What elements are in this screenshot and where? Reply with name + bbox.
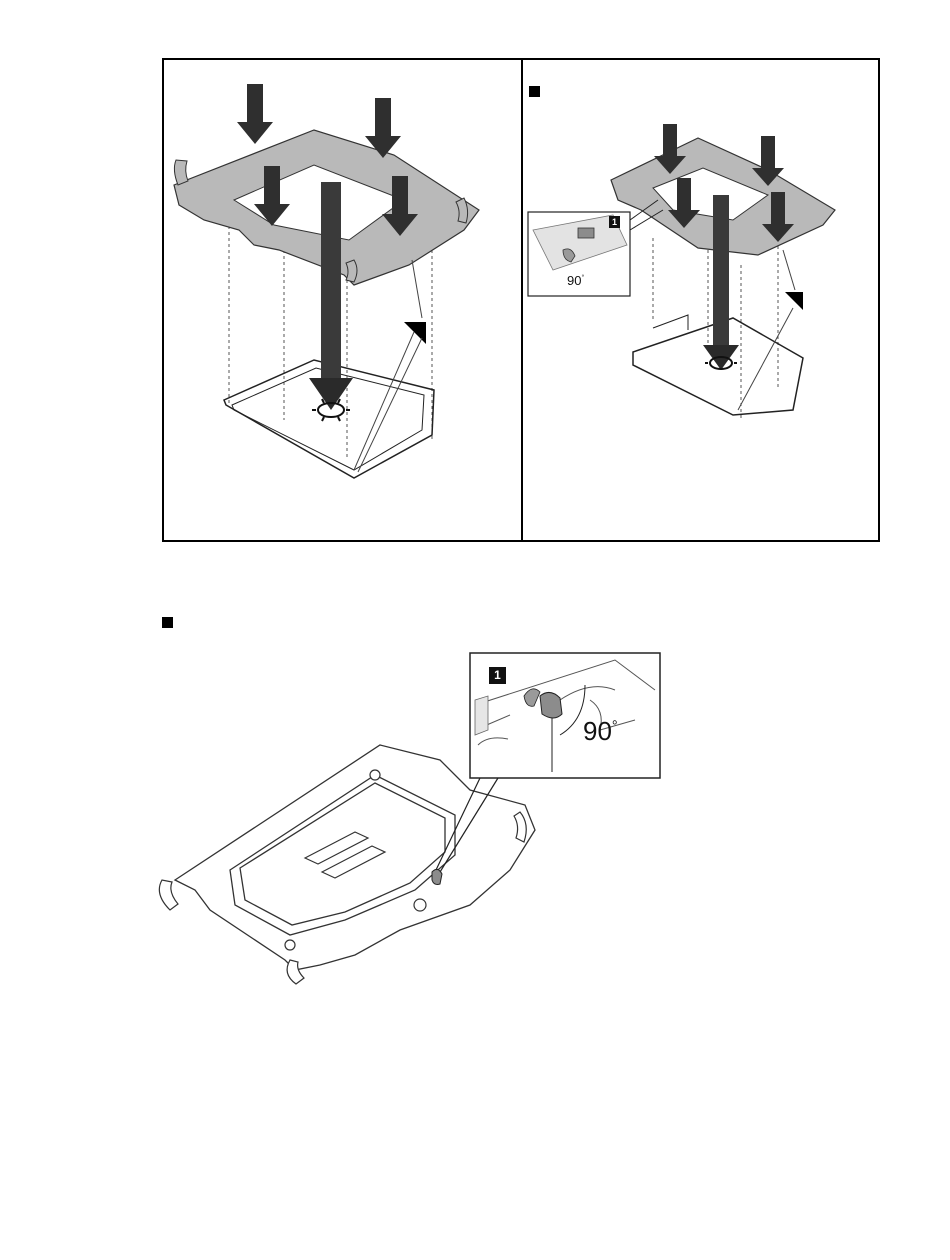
angle-label-bottom: 90° bbox=[583, 716, 618, 747]
callout-number-badge-bottom: 1 bbox=[489, 667, 506, 684]
